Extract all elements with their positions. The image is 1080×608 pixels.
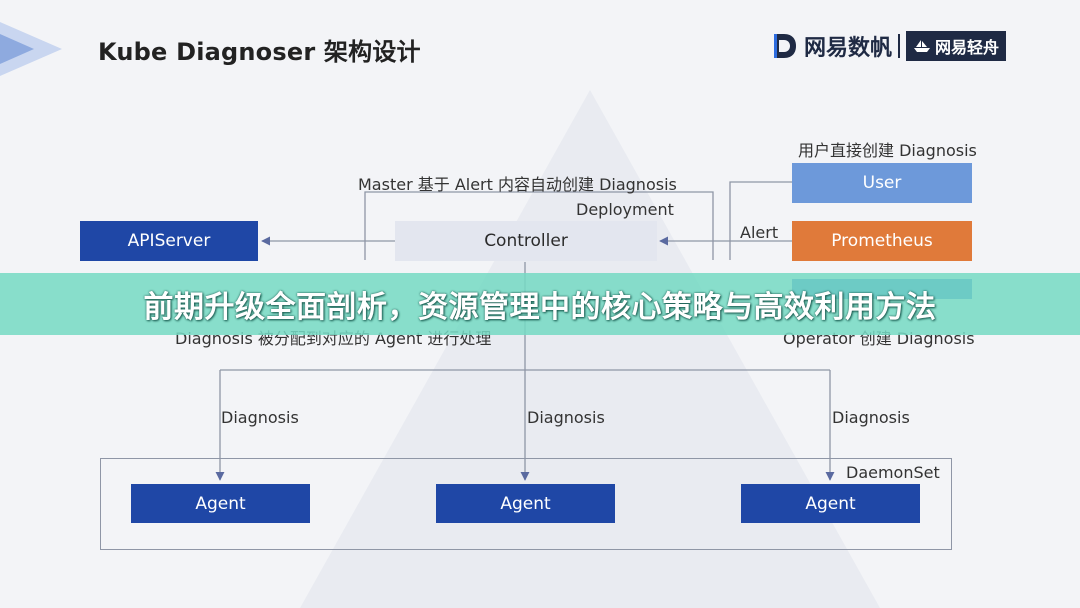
node-user: User <box>792 163 972 203</box>
brand-sub-badge: 网易轻舟 <box>906 31 1007 61</box>
brand-divider <box>898 34 901 58</box>
node-agent-3: Agent <box>741 484 920 523</box>
label-deployment: Deployment <box>576 200 674 219</box>
label-diagnosis-1: Diagnosis <box>221 408 299 427</box>
node-agent-2: Agent <box>436 484 615 523</box>
brand-name: 网易数帆 <box>804 36 893 61</box>
brand-mark-icon <box>774 34 796 58</box>
boat-icon <box>914 40 931 52</box>
label-diagnosis-3: Diagnosis <box>832 408 910 427</box>
corner-arrow-icon <box>0 22 62 76</box>
label-daemonset: DaemonSet <box>846 463 940 482</box>
daemonset-frame <box>100 458 952 550</box>
slide-title: Kube Diagnoser 架构设计 <box>98 38 421 66</box>
node-controller: Controller <box>395 221 657 261</box>
brand-sub-label: 网易轻舟 <box>935 38 1000 57</box>
node-agent-1: Agent <box>131 484 310 523</box>
title-banner: 前期升级全面剖析，资源管理中的核心策略与高效利用方法 <box>0 273 1080 335</box>
label-alert: Alert <box>740 223 779 242</box>
label-master-create: Master 基于 Alert 内容自动创建 Diagnosis <box>358 175 677 194</box>
brand-logo: 网易数帆 网易轻舟 <box>772 31 1007 61</box>
label-user-create: 用户直接创建 Diagnosis <box>798 141 977 160</box>
node-apiserver: APIServer <box>80 221 258 261</box>
banner-text: 前期升级全面剖析，资源管理中的核心策略与高效利用方法 <box>143 290 937 325</box>
node-prometheus: Prometheus <box>792 221 972 261</box>
label-diagnosis-2: Diagnosis <box>527 408 605 427</box>
